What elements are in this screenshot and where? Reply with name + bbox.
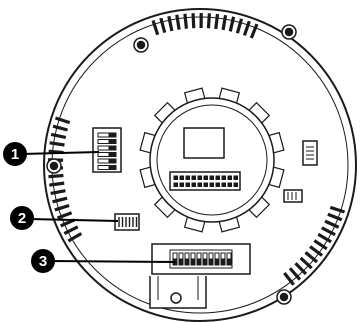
housing-outer-ring [43,8,357,322]
vent-slot [175,14,181,30]
vent-slot [50,189,66,196]
callout-1-number: 1 [11,146,19,163]
vent-slot [183,13,189,29]
vent-slot [242,20,251,36]
vent-slot [63,225,79,235]
hub-connector [169,171,241,191]
vent-slot [313,239,328,251]
vent-slot [49,181,65,187]
screw-icon [276,289,292,305]
vent-slot [309,245,324,257]
callout-1: 1 [3,142,100,166]
vent-slot [299,256,313,270]
right-small-connector [283,189,303,203]
vent-slot [54,203,70,212]
screw-icon [133,37,149,53]
hub-square-window [183,127,225,159]
callout-3-badge [31,249,55,273]
small-connector [114,213,140,231]
callout-3: 3 [31,249,176,273]
vent-slot [235,18,244,34]
screw-icon [170,292,182,304]
vent-slot [151,19,160,36]
vent-slot [56,211,73,220]
vent-slot [329,205,346,214]
vent-slot [321,226,336,237]
vent-slot [52,124,68,132]
vent-slot [324,219,340,229]
vent-slot [52,196,68,204]
vent-slot [206,13,211,29]
callout-1-badge [3,142,27,166]
hub-outer-ring [149,97,275,223]
vent-slot [159,17,167,34]
vent-slot [167,15,174,32]
vent-slot [228,16,236,32]
dip-switch-block-left [92,127,122,173]
vent-slot [50,132,67,140]
callout-3-number: 3 [39,253,47,270]
mounting-screws [46,24,297,305]
vent-slot [249,23,259,39]
vent-slot [48,173,64,179]
vent-slot [191,13,196,29]
screw-icon [46,158,62,174]
vent-slot [283,271,295,286]
vent-slot [49,141,65,147]
bottom-bracket [149,276,207,309]
vent-slot [294,262,308,276]
vent-slot [54,116,71,125]
right-component [302,140,318,166]
vent-slot [327,212,343,222]
vent-slot [221,14,228,31]
vent-slot [304,251,319,264]
callout-2-badge [10,206,34,230]
vent-slot [317,232,332,244]
screw-icon [281,24,297,40]
hub-connector-pins [173,175,238,187]
hub-inner-ring [156,104,268,216]
dip-switch-block-bottom [151,243,251,275]
central-hub [139,87,285,233]
vent-slot [288,267,302,281]
callout-2: 2 [10,206,119,230]
callout-2-number: 2 [18,210,26,227]
vent-slot [214,13,220,30]
vent-slot [67,232,83,243]
vent-slots [47,12,346,286]
